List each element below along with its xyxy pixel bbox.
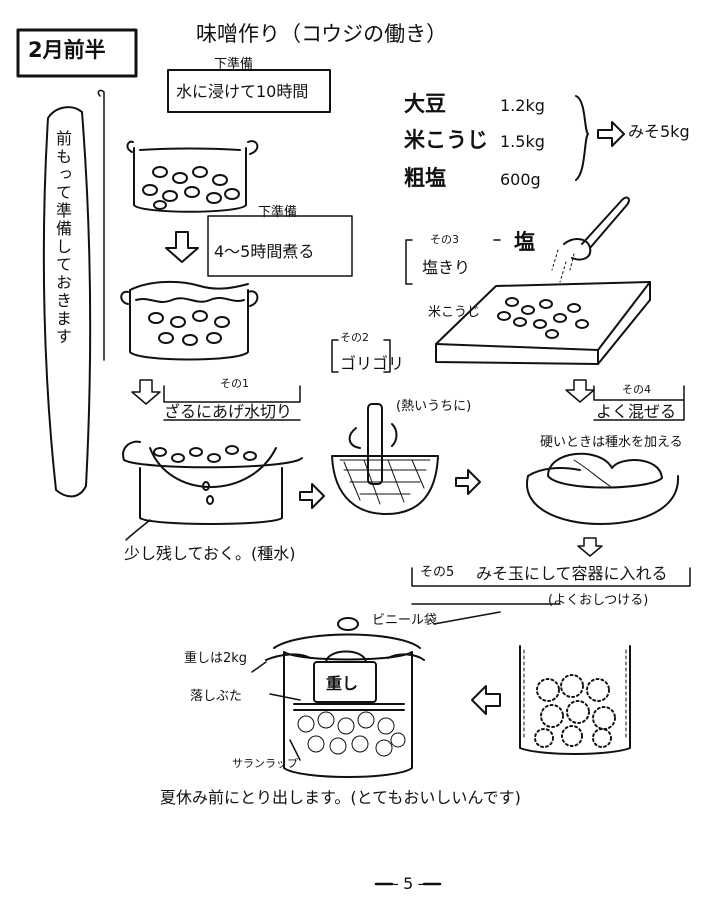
page-title: 味噌作り（コウジの働き） — [196, 22, 448, 46]
bag-label-line — [433, 611, 501, 625]
arrow-right-1 — [299, 483, 325, 509]
prep1-bracket — [167, 69, 331, 113]
lid-label: 落しぶた — [190, 689, 243, 704]
arrow-right-2 — [455, 469, 481, 495]
step3-text: 塩きり — [422, 258, 471, 277]
ingredients-brace — [575, 95, 589, 181]
step1-text: ざるにあげ水切り — [164, 402, 293, 421]
step2-text: ゴリゴリ — [340, 354, 405, 373]
mortar-bowl — [331, 403, 439, 515]
ingredients-result: みそ5kg — [628, 122, 690, 141]
arrow-down-2 — [131, 379, 161, 405]
ingredient-amount-1: 1.5kg — [500, 132, 545, 151]
ingredient-name-0: 大豆 — [404, 92, 446, 116]
prep1-text: 水に浸けて10時間 — [176, 82, 309, 101]
arrow-down-1 — [165, 231, 199, 263]
step5-bracket — [411, 567, 691, 605]
step4-text: よく混ぜる — [596, 402, 677, 421]
step3-bracket — [405, 239, 501, 285]
prep2-bracket — [207, 215, 353, 277]
step1-num: その1 — [220, 377, 249, 390]
storage-jar — [251, 617, 425, 778]
pot-soaking — [126, 140, 259, 213]
step1-bracket — [163, 385, 301, 421]
side-note-tail — [97, 89, 105, 361]
step5-note: (よくおしつける) — [548, 593, 649, 608]
period-label-box — [16, 28, 138, 78]
arrow-down-4 — [577, 537, 603, 557]
step2-num: その2 — [340, 331, 369, 344]
salt-board — [435, 249, 651, 365]
weight-tag: 重し — [326, 674, 359, 693]
colander-pot — [122, 440, 303, 541]
step5-text: みそ玉にして容器に入れる — [476, 564, 668, 583]
step2-note: (熱いうちに) — [396, 399, 472, 414]
arrow-down-3 — [565, 379, 595, 403]
salt-label: 塩 — [514, 230, 535, 254]
step5-num: その5 — [420, 565, 455, 580]
weight-label: 重しは2kg — [184, 651, 248, 666]
step2-bracket — [331, 339, 391, 373]
wrap-label: サランラップ — [232, 757, 298, 770]
prep1-heading: 下準備 — [214, 57, 254, 72]
ingredient-name-2: 粗塩 — [404, 166, 446, 190]
arrow-left — [471, 685, 501, 715]
step4-bracket — [593, 385, 685, 421]
spoon-icon — [563, 196, 630, 261]
pot-boiling — [120, 280, 259, 361]
period-label: 2月前半 — [28, 38, 106, 62]
prep2-heading: 下準備 — [258, 205, 298, 220]
koji-label: 米こうじ — [428, 305, 481, 320]
glass-container — [519, 645, 631, 755]
step3-num: その3 — [430, 233, 459, 246]
arrow-right-result — [597, 121, 625, 147]
ingredient-amount-0: 1.2kg — [500, 96, 545, 115]
step4-note: 硬いときは種水を加える — [540, 435, 683, 450]
prep2-text: 4〜5時間煮る — [214, 242, 315, 261]
ingredient-amount-2: 600g — [500, 170, 541, 189]
step4-num: その4 — [622, 383, 651, 396]
side-note-banner — [42, 106, 92, 498]
page-number: ― 5 ― — [382, 874, 435, 893]
bag-label: ビニール袋 — [372, 613, 438, 628]
ingredient-name-1: 米こうじ — [404, 128, 488, 152]
closing-text: 夏休み前にとり出します。(とてもおいしいんです) — [160, 788, 521, 807]
step1-note: 少し残しておく。(種水) — [124, 544, 296, 563]
side-note: 前もって準備しておきます — [53, 130, 72, 346]
mixing-bowl — [525, 452, 680, 525]
